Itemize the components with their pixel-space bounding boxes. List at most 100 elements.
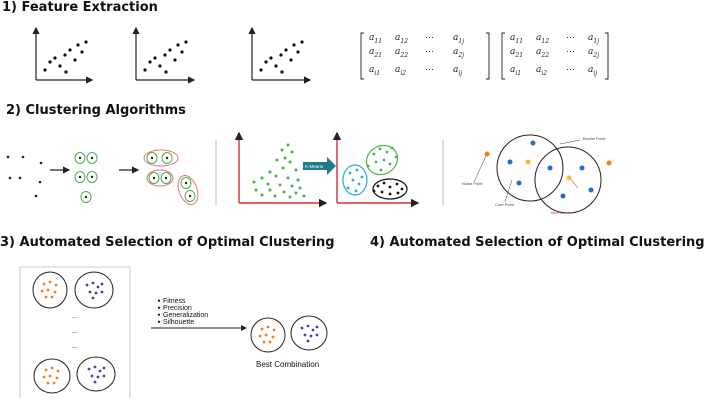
purple-point bbox=[303, 333, 307, 337]
noise-point bbox=[484, 151, 490, 157]
orange-point bbox=[264, 333, 268, 337]
clustered-point bbox=[90, 175, 94, 179]
orange-point bbox=[272, 328, 276, 332]
matrix-cell: ai1 bbox=[369, 65, 381, 77]
scatter-point bbox=[53, 56, 57, 60]
purple-point bbox=[315, 325, 319, 329]
unclustered-point bbox=[294, 191, 298, 195]
ellipsis-1: ... bbox=[72, 313, 78, 320]
clustered-point bbox=[84, 195, 88, 199]
unclustered-point bbox=[280, 148, 284, 152]
matrix-cell: ai2 bbox=[395, 65, 407, 77]
orange-point bbox=[48, 280, 52, 284]
scatter-point bbox=[296, 50, 300, 54]
border-point-label: Border Point bbox=[583, 136, 606, 141]
orange-point bbox=[46, 288, 50, 292]
green-cluster-point bbox=[372, 152, 376, 156]
clustered-point bbox=[184, 181, 188, 185]
scatter-point bbox=[292, 43, 296, 47]
black-cluster-point bbox=[396, 191, 400, 195]
scatter-point bbox=[76, 43, 80, 47]
matrix-cell: a11 bbox=[510, 33, 524, 45]
unclustered-point bbox=[290, 150, 294, 154]
matrix-cell: ⋯ bbox=[425, 33, 434, 43]
scatter-point bbox=[48, 60, 52, 64]
core-point bbox=[588, 187, 594, 193]
metric-item: Fitness bbox=[163, 298, 186, 305]
green-cluster-point bbox=[382, 158, 386, 162]
best-cluster-purple bbox=[290, 315, 328, 351]
dbscan-circle-2 bbox=[534, 146, 602, 214]
blue-cluster-point bbox=[355, 168, 359, 172]
scatter-point bbox=[73, 58, 77, 62]
green-cluster-point bbox=[378, 147, 382, 151]
scatter-point bbox=[173, 58, 177, 62]
blue-cluster-point bbox=[360, 175, 364, 179]
initial-point bbox=[39, 161, 43, 165]
orange-point bbox=[260, 327, 264, 331]
kmeans-panel: K-Means bbox=[234, 131, 420, 208]
scatter-point bbox=[163, 53, 167, 57]
green-cluster-point bbox=[366, 164, 370, 168]
matrix-cell: ⋯ bbox=[566, 47, 575, 57]
purple-point bbox=[90, 374, 94, 378]
metric-bullet bbox=[157, 313, 161, 316]
scatter-point bbox=[80, 50, 84, 54]
point-ring bbox=[74, 171, 86, 183]
purple-point bbox=[311, 328, 315, 332]
clustered-point bbox=[150, 156, 154, 160]
green-cluster-point bbox=[374, 160, 378, 164]
orange-point bbox=[42, 282, 46, 286]
purple-point bbox=[306, 324, 310, 328]
orange-point bbox=[42, 375, 46, 379]
matrix-cell: a22 bbox=[395, 47, 409, 59]
data-points-layer bbox=[6, 40, 612, 385]
noise-pointer-line bbox=[473, 155, 487, 183]
core-point bbox=[507, 159, 513, 165]
point-ring bbox=[148, 172, 160, 184]
scatter-point bbox=[64, 70, 68, 74]
point-ring bbox=[80, 191, 92, 203]
cluster-group-ring bbox=[143, 149, 179, 167]
blue-cluster-point bbox=[351, 178, 355, 182]
scatter-point bbox=[158, 64, 162, 68]
dbscan-circle-1 bbox=[496, 134, 564, 202]
scatter-point bbox=[269, 56, 273, 60]
core-point bbox=[547, 165, 553, 171]
core-pointer-line bbox=[504, 179, 513, 203]
blue-cluster-point bbox=[346, 186, 350, 190]
orange-point bbox=[266, 325, 270, 329]
metric-item: Generalization bbox=[163, 312, 208, 319]
core-point bbox=[579, 165, 585, 171]
dbscan-panel: Border Point Noise Point Core Point minP… bbox=[462, 134, 606, 215]
unclustered-point bbox=[274, 174, 278, 178]
orange-point bbox=[271, 335, 275, 339]
cluster-group-ring bbox=[177, 175, 199, 205]
green-cluster-point bbox=[388, 162, 392, 166]
matrix-cell: a12 bbox=[536, 33, 550, 45]
unclustered-point bbox=[298, 186, 302, 190]
ellipsis-2: ... bbox=[72, 328, 78, 335]
unclustered-point bbox=[268, 170, 272, 174]
core-point bbox=[525, 159, 531, 165]
unclustered-point bbox=[286, 176, 290, 180]
initial-point bbox=[34, 194, 38, 198]
scatter-point bbox=[58, 64, 62, 68]
scatter-point bbox=[168, 48, 172, 52]
point-ring bbox=[146, 152, 158, 164]
point-ring bbox=[180, 177, 192, 189]
point-ring bbox=[74, 152, 86, 164]
purple-point bbox=[102, 374, 106, 378]
clustered-point bbox=[152, 176, 156, 180]
orange-point bbox=[48, 374, 52, 378]
matrix-cell: ai1 bbox=[510, 65, 522, 77]
feature-matrix-1 bbox=[360, 32, 490, 80]
metric-bullet bbox=[157, 306, 161, 309]
green-cluster-point bbox=[390, 146, 394, 150]
unclustered-point bbox=[278, 183, 282, 187]
initial-point bbox=[6, 155, 10, 159]
orange-point bbox=[262, 340, 266, 344]
scatter-point bbox=[274, 64, 278, 68]
